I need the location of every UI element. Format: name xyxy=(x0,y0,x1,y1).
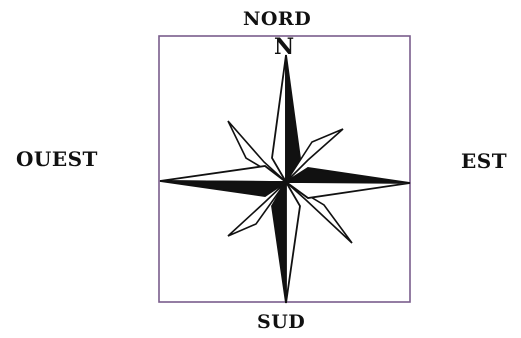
east-label: EST xyxy=(461,151,507,171)
south-point-dark xyxy=(272,182,286,303)
north-needle-letter: N xyxy=(274,36,294,58)
south-point-light xyxy=(286,182,300,303)
north-point-light xyxy=(272,55,286,182)
west-point-dark xyxy=(160,181,286,196)
east-point-dark xyxy=(286,168,410,183)
north-point-dark xyxy=(286,55,300,182)
south-label: SUD xyxy=(257,313,305,332)
east-point-light xyxy=(286,182,410,198)
north-label: NORD xyxy=(243,10,311,29)
west-label: OUEST xyxy=(16,149,98,169)
west-point-light xyxy=(160,166,286,182)
